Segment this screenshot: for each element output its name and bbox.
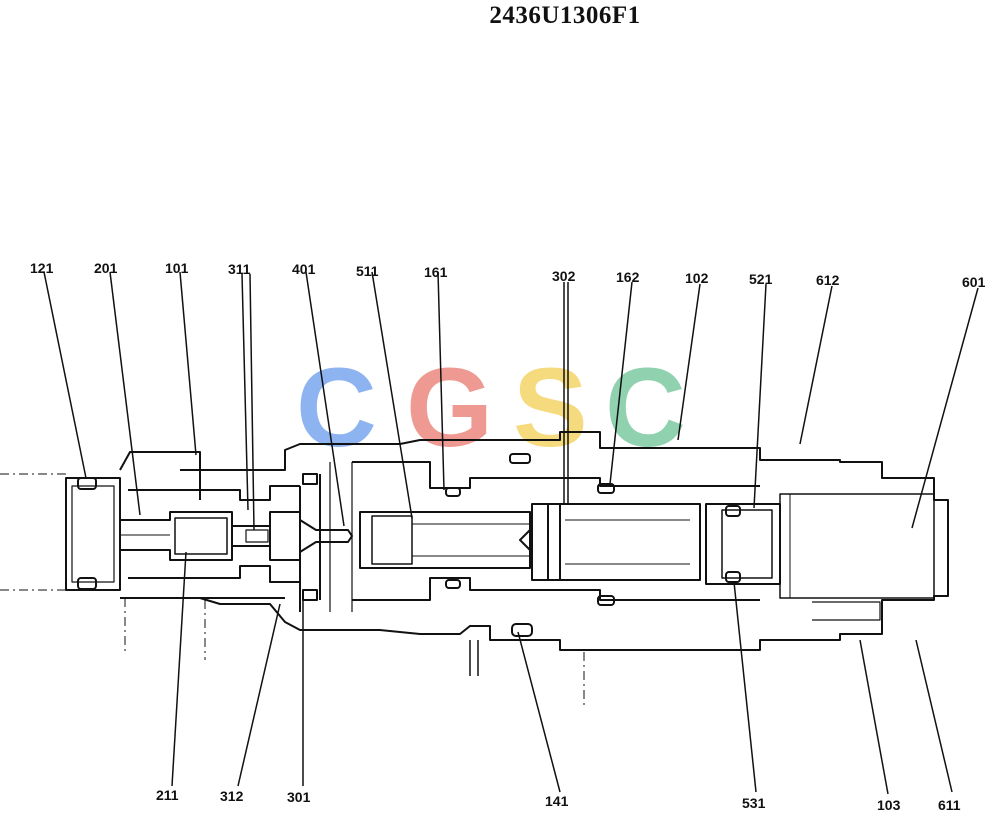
callout-labels-top: 121 201 101 311 401 511 161 302 162 102 … xyxy=(30,260,986,290)
callout-301: 301 xyxy=(287,789,311,805)
callout-211: 211 xyxy=(156,787,179,803)
callout-311: 311 xyxy=(228,261,251,277)
callout-101: 101 xyxy=(165,260,189,276)
callout-labels-bottom: 211 312 301 141 531 103 611 xyxy=(156,787,961,813)
callout-611: 611 xyxy=(938,797,961,813)
drawing-number: 2436U1306F1 xyxy=(489,2,641,29)
callout-103: 103 xyxy=(877,797,901,813)
callout-521: 521 xyxy=(749,271,773,287)
callout-531: 531 xyxy=(742,795,766,811)
callout-312: 312 xyxy=(220,788,244,804)
leader-lines xyxy=(43,271,979,795)
watermark-letter-2: G xyxy=(406,345,493,470)
callout-162: 162 xyxy=(616,269,640,285)
valve-body xyxy=(0,431,949,708)
callout-141: 141 xyxy=(545,793,569,809)
callout-201: 201 xyxy=(94,260,118,276)
callout-121: 121 xyxy=(30,260,54,276)
watermark-letter-4: C xyxy=(605,345,686,470)
callout-612: 612 xyxy=(816,272,840,288)
watermark-letter-1: C xyxy=(296,345,377,470)
callout-102: 102 xyxy=(685,270,709,286)
callout-401: 401 xyxy=(292,261,316,277)
callout-601: 601 xyxy=(962,274,986,290)
watermark-logo: C G S C xyxy=(296,345,686,470)
callout-161: 161 xyxy=(424,264,448,280)
watermark-letter-3: S xyxy=(513,345,588,470)
callout-302: 302 xyxy=(552,268,576,284)
callout-511: 511 xyxy=(356,263,379,279)
